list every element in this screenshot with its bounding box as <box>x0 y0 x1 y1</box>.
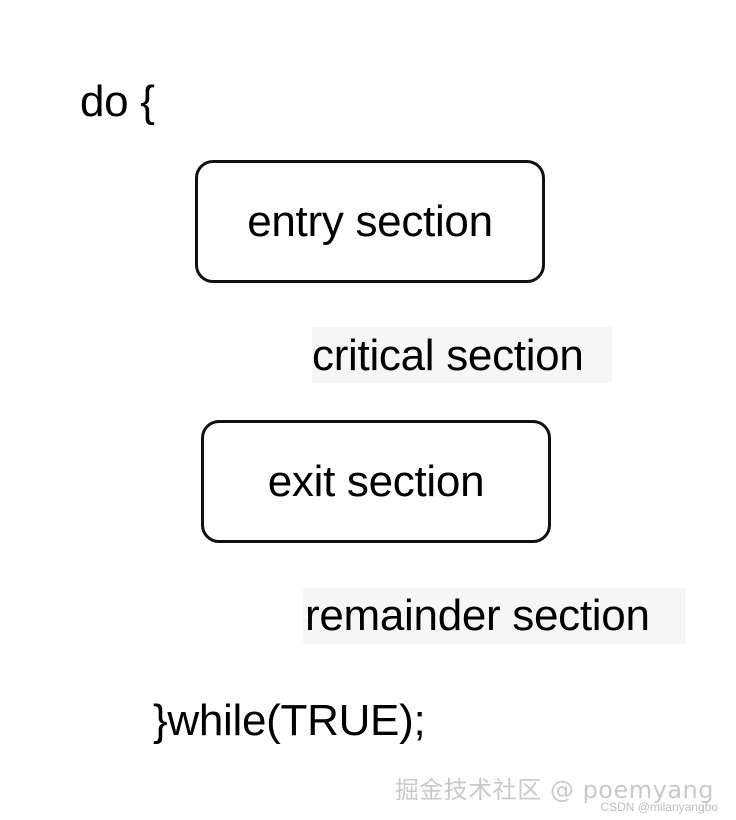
watermark-subtext: CSDN @milanyangbo <box>600 800 718 814</box>
entry-section-box: entry section <box>195 160 545 283</box>
entry-section-label: entry section <box>247 196 493 246</box>
exit-section-label: exit section <box>267 456 485 506</box>
do-open-text: do { <box>80 77 155 126</box>
exit-section-box: exit section <box>201 420 551 543</box>
critical-section-text: critical section <box>312 331 584 380</box>
critical-section-highlight <box>312 327 612 383</box>
while-close-text: }while(TRUE); <box>153 696 426 745</box>
watermark-text: 掘金技术社区 @ poemyang <box>394 776 714 804</box>
remainder-section-highlight <box>303 588 686 644</box>
remainder-section-text: remainder section <box>305 591 650 640</box>
